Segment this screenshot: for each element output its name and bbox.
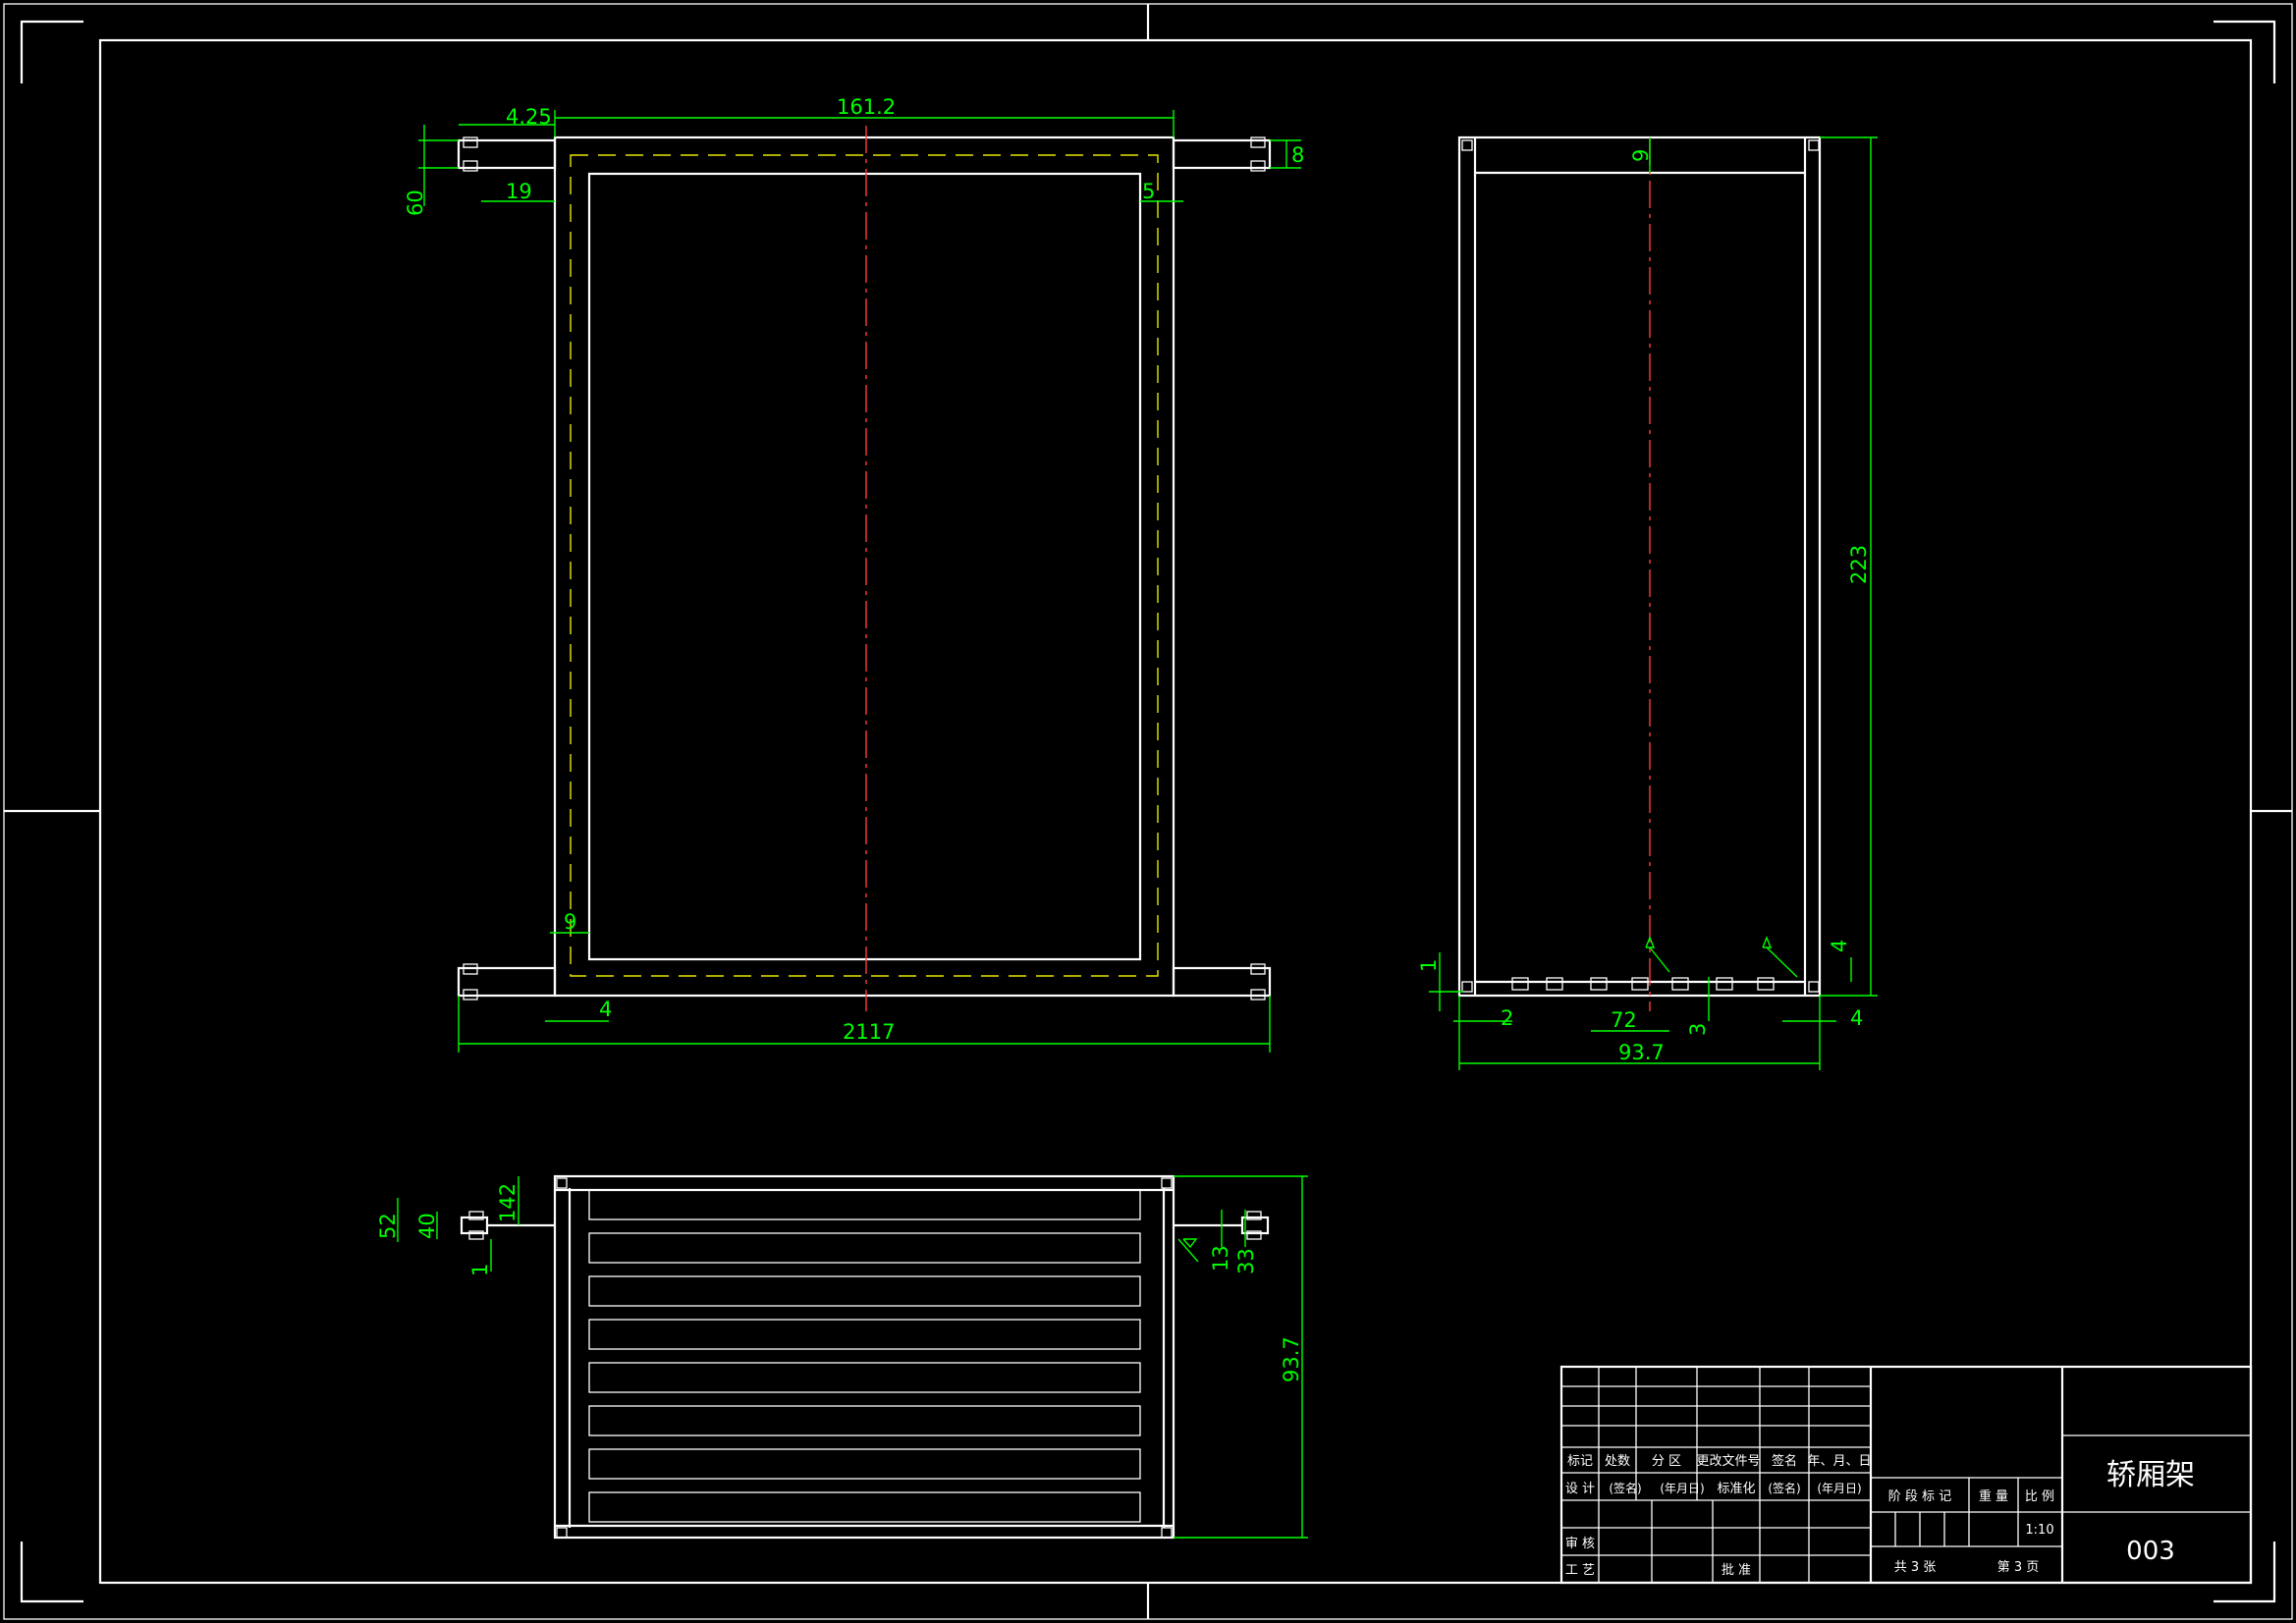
tb-process: 工 艺	[1565, 1563, 1595, 1578]
side-dim-3: 3	[1686, 1023, 1710, 1036]
top-dim-13: 13	[1209, 1245, 1232, 1271]
top-dim-142: 142	[496, 1183, 519, 1222]
dim-60: 60	[404, 189, 427, 216]
tb-design-date: (年月日)	[1660, 1482, 1704, 1495]
dim-9: 9	[564, 910, 576, 934]
tb-scale-value: 1:10	[2025, 1523, 2053, 1538]
tb-std-sign: (签名)	[1768, 1481, 1800, 1495]
tb-drawing-number: 003	[2126, 1537, 2175, 1566]
side-dim-9: 9	[1629, 149, 1653, 162]
side-dim-2: 2	[1501, 1006, 1513, 1030]
top-dim-1: 1	[468, 1264, 492, 1276]
top-view-slats	[588, 1189, 1141, 1523]
tb-design-sign: (签名)	[1609, 1481, 1641, 1495]
tb-sheet-total: 共 3 张	[1894, 1560, 1937, 1575]
sheet-frame	[3, 3, 2293, 1620]
dim-161-2: 161.2	[837, 95, 896, 119]
top-dim-52: 52	[376, 1213, 400, 1239]
dim-19: 19	[506, 180, 532, 203]
top-dim-33: 33	[1234, 1248, 1258, 1274]
tb-approve: 批 准	[1722, 1563, 1751, 1578]
tb-h-1: 处数	[1605, 1454, 1630, 1469]
side-dim-223: 223	[1847, 545, 1871, 584]
tb-drawing-name: 轿厢架	[2106, 1458, 2195, 1492]
tb-h-5: 年、月、日	[1807, 1454, 1871, 1469]
side-dim-72: 72	[1611, 1008, 1637, 1032]
top-view: 52 40 142 1 13 33 93.7	[376, 1174, 1308, 1540]
tb-h-2: 分 区	[1652, 1454, 1681, 1469]
side-dim-4a: 4	[1828, 940, 1851, 952]
tb-sheet-current: 第 3 页	[1997, 1560, 2040, 1575]
tb-h-4: 签名	[1772, 1453, 1797, 1469]
dim-2117: 2117	[843, 1020, 895, 1044]
side-dim-4b: 4	[1850, 1006, 1863, 1030]
tb-std-date: (年月日)	[1817, 1482, 1861, 1495]
tb-design: 设 计	[1565, 1482, 1595, 1496]
tb-standardize: 标准化	[1717, 1482, 1755, 1496]
tb-h-0: 标记	[1567, 1454, 1593, 1469]
top-dim-93-7: 93.7	[1280, 1336, 1303, 1382]
top-dim-40: 40	[415, 1213, 439, 1239]
tb-weight: 重 量	[1979, 1488, 2008, 1504]
tb-stage-mark: 阶 段 标 记	[1888, 1489, 1951, 1504]
side-dim-1: 1	[1417, 959, 1441, 972]
dim-4-25: 4.25	[506, 105, 552, 129]
tb-review: 审 核	[1565, 1537, 1595, 1551]
dim-4: 4	[599, 998, 612, 1021]
side-view: 9 223 4 1 2 72 3 4 93.7	[1417, 135, 1878, 1070]
dim-8: 8	[1291, 143, 1304, 167]
title-block: 标记 处数 分 区 更改文件号 签名 年、月、日 设 计 (签名) (年月日) …	[1559, 1365, 2253, 1585]
side-dim-93-7: 93.7	[1618, 1041, 1665, 1064]
front-view: 4.25 161.2 8 60 19 5 9 4 2117	[404, 95, 1304, 1053]
tb-h-3: 更改文件号	[1696, 1454, 1760, 1469]
dim-5: 5	[1142, 180, 1155, 203]
tb-ratio: 比 例	[2025, 1489, 2054, 1504]
